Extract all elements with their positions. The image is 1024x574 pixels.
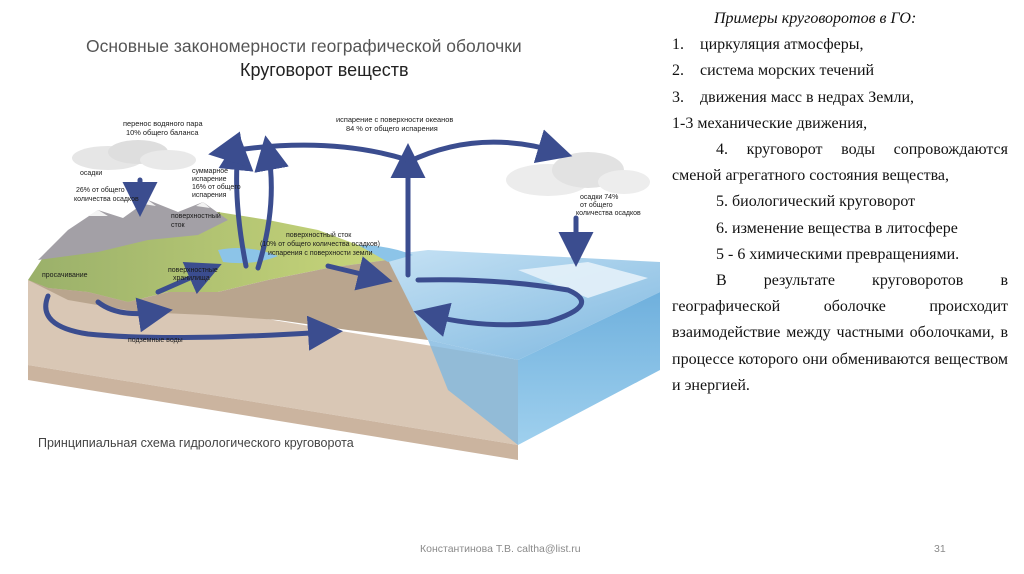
list-item-text: система морских течений (700, 62, 875, 80)
chemical-paragraph: 5 - 6 химическими превращениями. (716, 245, 960, 263)
label-surface-runoff-mid-1: поверхностный сток (286, 231, 352, 239)
runoff-left-arrow (155, 262, 222, 295)
cycles-heading: Примеры круговоротов в ГО: (714, 10, 917, 27)
label-vapor-transfer-1: перенос водяного пара (123, 119, 203, 128)
label-total-evap-2: испарение (192, 176, 227, 183)
label-precip-left-2: 26% от общего (76, 186, 125, 194)
list-item-text: циркуляция атмосферы, (700, 36, 864, 54)
diagram-labels: перенос водяного пара 10% общего баланса… (42, 115, 641, 344)
list-item: 1. циркуляция атмосферы, (672, 32, 1008, 58)
label-vapor-transfer-2: 10% общего баланса (126, 128, 199, 137)
bio-cycle-paragraph: 5. биологический круговорот (716, 193, 916, 211)
label-total-evap-4: испарения (192, 192, 227, 199)
figure-subtitle: Круговорот веществ (240, 60, 409, 80)
label-surface-runoff-mid-2: (10% от общего количества осадков) (260, 240, 380, 248)
mechanical-movements-line: 1-3 механические движения, (672, 114, 868, 132)
flow-arrows (43, 129, 594, 351)
label-infiltration: просачивание (42, 272, 88, 279)
water-cycle-paragraph: 4. круговорот воды сопровождаются сменой… (672, 141, 1008, 185)
list-item: 2. система морских течений (672, 58, 1008, 84)
list-item-number: 3. (672, 88, 684, 106)
figure-title: Основные закономерности географической о… (86, 36, 522, 56)
groundwater-arrow (43, 293, 343, 351)
label-surface-runoff-1: поверхностный (171, 212, 221, 220)
vapor-transfer-arrow (208, 131, 411, 167)
label-surface-runoff-mid-3: испарения с поверхности земли (268, 250, 373, 257)
hydrological-cycle-diagram: перенос водяного пара 10% общего баланса… (28, 115, 660, 460)
list-item: 3. движения масс в недрах Земли, (672, 85, 1008, 111)
label-precip-left-1: осадки (80, 170, 102, 177)
runoff-mid-arrow (325, 256, 393, 291)
label-total-evap-3: 16% от общего (192, 183, 241, 191)
label-total-evap-1: суммарное (192, 168, 228, 175)
result-paragraph: В результате круговоротов в географическ… (672, 272, 1008, 394)
sea-loop-arrow (413, 277, 584, 337)
footer-author: Константинова Т.В. caltha@list.ru (420, 543, 581, 555)
list-item-number: 2. (672, 62, 684, 80)
label-surface-storage-2: хранилища (173, 275, 210, 282)
label-precip-right-1: осадки 74% (580, 194, 618, 201)
lithosphere-paragraph: 6. изменение вещества в литосфере (716, 219, 958, 237)
slide-number: 31 (934, 543, 946, 555)
label-precip-left-3: количества осадков (74, 196, 139, 203)
list-item-number: 1. (672, 36, 684, 54)
label-precip-right-3: количества осадков (576, 210, 641, 217)
label-groundwater: подземные воды (128, 337, 183, 344)
ocean-evap-right-arrow (405, 129, 573, 165)
label-surface-storage-1: поверхностные (168, 267, 218, 274)
text-panel: Примеры круговоротов в ГО: 1. циркуляция… (672, 6, 1008, 399)
label-surface-runoff-2: сток (171, 222, 186, 229)
evap-arrow-2 (254, 135, 289, 271)
label-ocean-evap-1: испарение с поверхности океанов (336, 115, 453, 124)
infiltration-arrow (95, 297, 173, 333)
label-precip-right-2: от общего (580, 201, 613, 209)
cloud-left (72, 140, 196, 170)
cloud-right (506, 152, 650, 196)
figure-caption: Принципиальная схема гидрологического кр… (38, 436, 354, 450)
list-item-text: движения масс в недрах Земли, (700, 88, 915, 106)
label-ocean-evap-2: 84 % от общего испарения (346, 124, 438, 133)
hydrological-cycle-figure: перенос водяного пара 10% общего баланса… (28, 30, 668, 460)
